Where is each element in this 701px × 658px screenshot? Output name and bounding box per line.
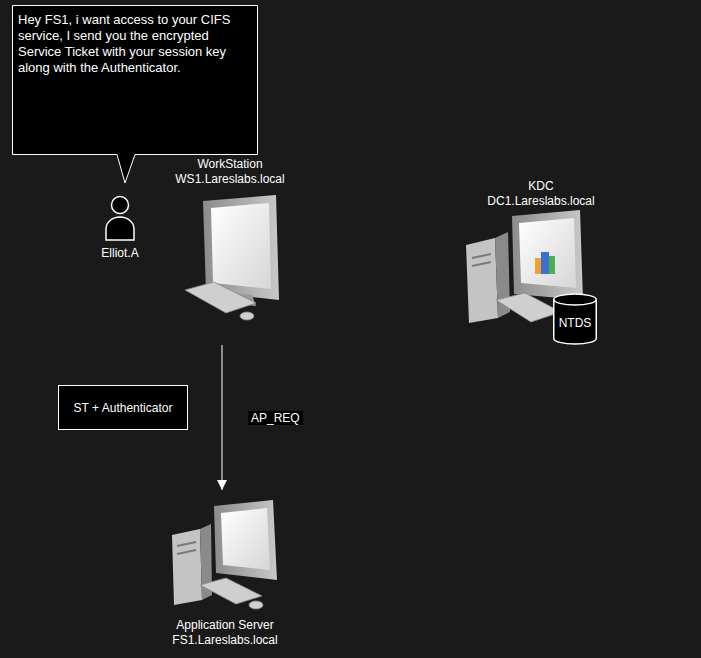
node-text: NTDS xyxy=(553,316,597,331)
message-arrow xyxy=(222,345,223,490)
tower-front xyxy=(466,238,498,323)
drive-slot xyxy=(472,254,491,258)
kdc-node: KDC DC1.Lareslabs.localNTDS xyxy=(462,205,602,348)
windows-logo xyxy=(541,252,549,274)
cylinder-body xyxy=(554,294,597,344)
message-box: ST + Authenticator xyxy=(58,385,188,430)
workstation-node: WorkStation WS1.Lareslabs.local xyxy=(183,193,280,345)
mouse xyxy=(240,312,254,320)
drive-slot xyxy=(177,542,196,546)
user-node: Elliot.A xyxy=(104,194,136,242)
node-text: ST + Authenticator xyxy=(59,401,187,416)
monitor-frame xyxy=(214,500,277,580)
bubble-outline xyxy=(13,6,258,184)
keyboard xyxy=(496,293,561,322)
monitor-screen xyxy=(221,508,270,570)
cylinder-rim xyxy=(554,300,597,305)
keyboard xyxy=(185,282,256,313)
monitor-frame xyxy=(512,210,583,300)
tower-front xyxy=(172,529,202,605)
app-server-icon xyxy=(172,500,277,609)
node-text: Application Server FS1.Lareslabs.local xyxy=(165,618,285,648)
monitor-screen xyxy=(519,218,576,288)
mouse xyxy=(249,601,263,609)
windows-logo xyxy=(535,258,541,274)
node-text: WorkStation WS1.Lareslabs.local xyxy=(170,157,290,187)
database-cylinder: NTDS xyxy=(553,293,597,345)
workstation-icon xyxy=(185,195,279,320)
user-icon xyxy=(106,197,134,241)
monitor-screen xyxy=(211,203,271,289)
node-text: KDC DC1.Lareslabs.local xyxy=(481,179,601,209)
app-server-node: Application Server FS1.Lareslabs.local xyxy=(168,490,280,612)
user-body xyxy=(106,217,134,240)
keyboard xyxy=(200,578,262,604)
drive-slot xyxy=(472,262,491,266)
windows-logo xyxy=(549,256,555,274)
drive-slot xyxy=(177,550,196,554)
node-text: Elliot.A xyxy=(80,246,160,261)
node-text: Hey FS1, i want access to your CIFS serv… xyxy=(18,12,242,76)
user-head xyxy=(112,197,129,214)
edge-label: AP_REQ xyxy=(248,411,303,425)
